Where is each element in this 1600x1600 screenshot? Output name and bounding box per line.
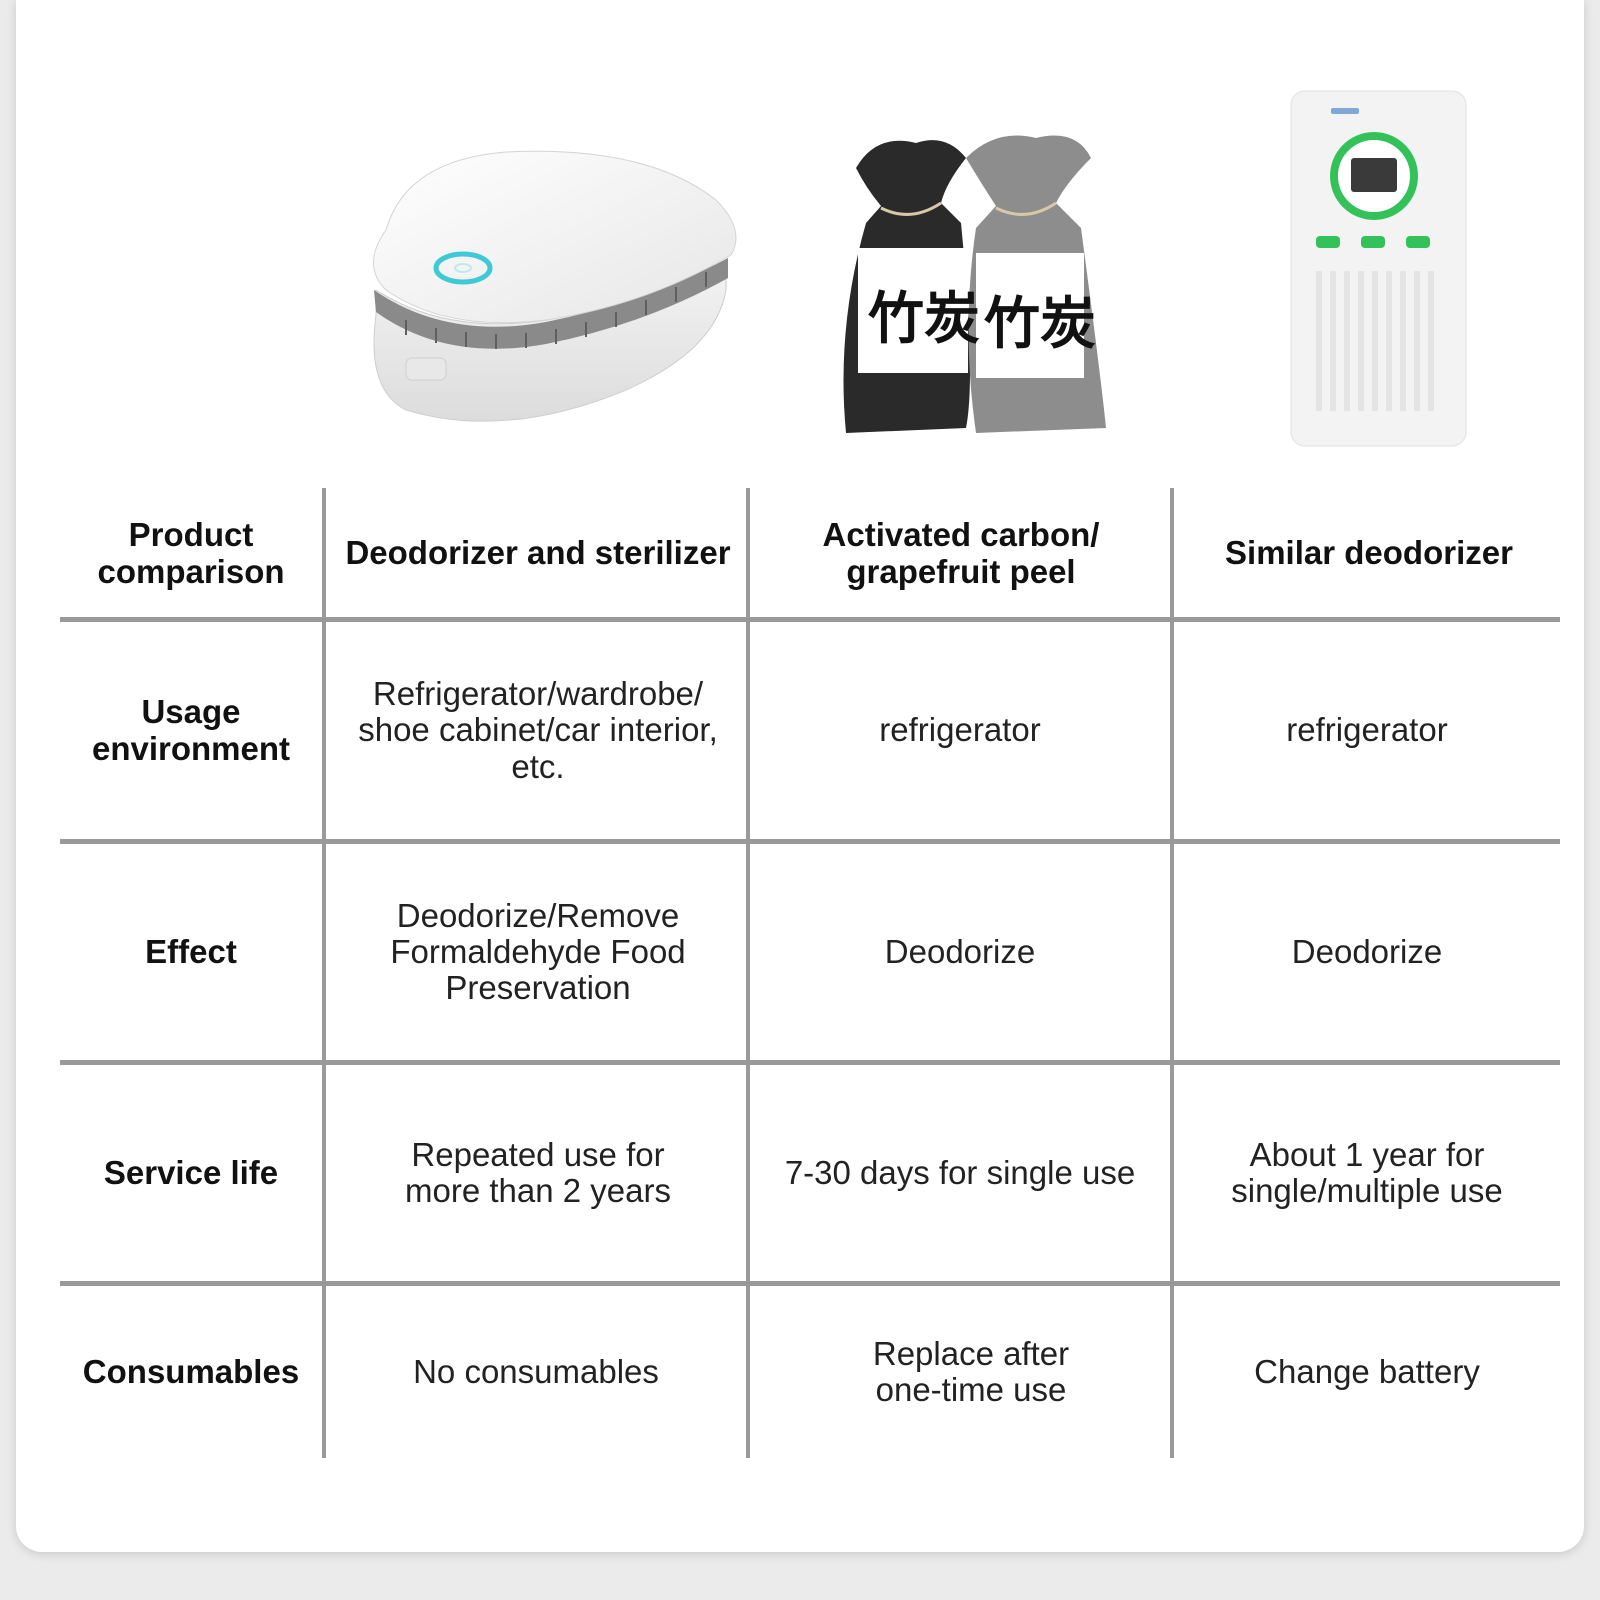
table-cell: Repeated use for more than 2 years — [405, 1135, 671, 1209]
deodorizer-sterilizer-image — [373, 150, 737, 422]
table-cell: Deodorize/Remove Formaldehyde Food Prese… — [390, 896, 686, 1007]
row-header-effect: Effect — [145, 932, 237, 970]
table-cell: Refrigerator/wardrobe/ shoe cabinet/car … — [358, 675, 718, 785]
table-cell: Deodorize — [1291, 932, 1443, 970]
table-corner-header: Product comparison — [97, 516, 285, 590]
table-cell: Change battery — [1254, 1352, 1480, 1390]
row-header-usage-environment: Usage environment — [91, 693, 291, 767]
column-header-deodorizer-sterilizer: Deodorizer and sterilizer — [345, 534, 731, 572]
column-divider — [1170, 488, 1174, 1458]
similar-deodorizer-image — [1290, 90, 1467, 447]
column-header-similar-deodorizer: Similar deodorizer — [1225, 534, 1513, 572]
row-divider — [60, 1281, 1560, 1286]
row-divider — [60, 839, 1560, 844]
table-cell: No consumables — [413, 1352, 659, 1390]
column-divider — [746, 488, 750, 1458]
table-cell: 7-30 days for single use — [784, 1153, 1136, 1191]
column-header-activated-carbon: Activated carbon/ grapefruit peel — [822, 516, 1100, 590]
row-header-service-life: Service life — [103, 1153, 279, 1191]
table-cell: refrigerator — [879, 711, 1041, 749]
table-cell: Deodorize — [884, 932, 1036, 970]
row-divider — [60, 1060, 1560, 1065]
bag-label-left: 竹炭 — [868, 286, 980, 352]
charcoal-bags-image: 竹炭 竹炭 — [843, 135, 1106, 433]
row-header-consumables: Consumables — [82, 1352, 300, 1390]
table-cell: refrigerator — [1286, 711, 1448, 749]
table-cell: Replace after one-time use — [872, 1334, 1070, 1408]
table-cell: About 1 year for single/multiple use — [1231, 1135, 1503, 1209]
bag-label-right: 竹炭 — [984, 291, 1096, 357]
row-divider — [60, 617, 1560, 622]
product-images: 竹炭 竹炭 — [16, 0, 1584, 470]
column-divider — [322, 488, 326, 1458]
comparison-card: 竹炭 竹炭 — [16, 0, 1584, 1552]
